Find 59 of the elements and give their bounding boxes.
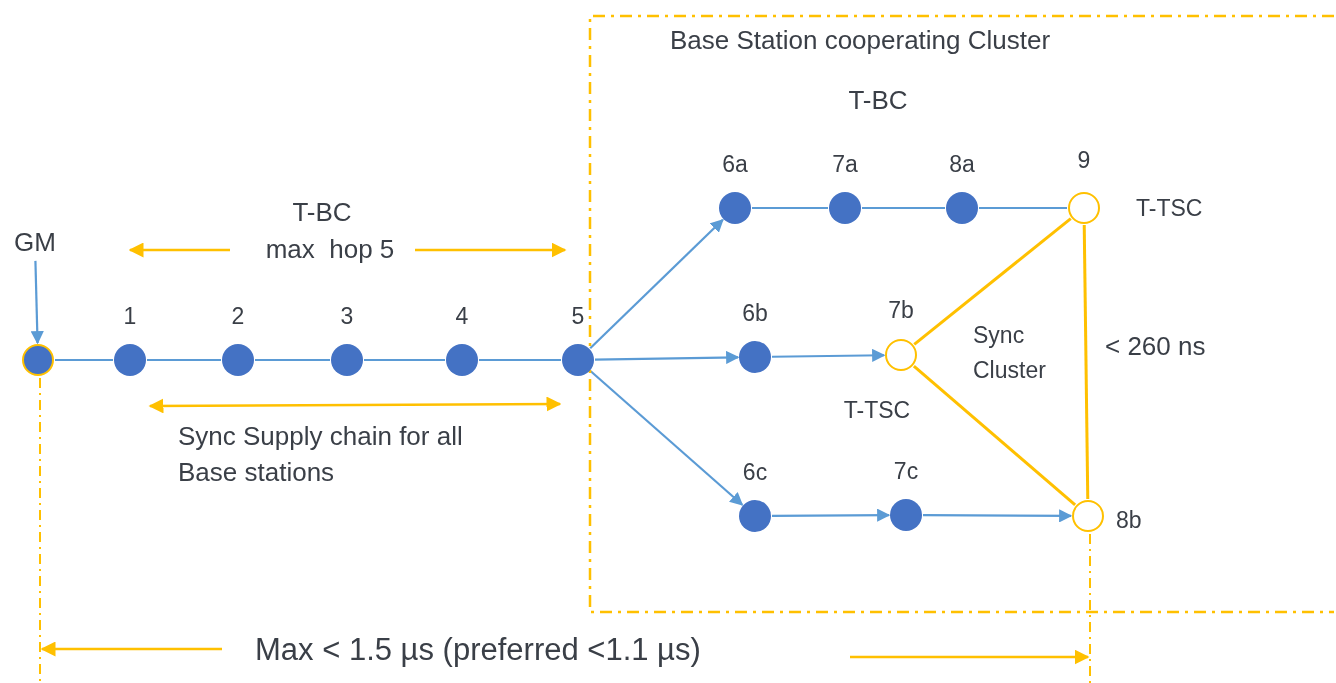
connector (923, 509, 1073, 523)
cluster-title: Base Station cooperating Cluster (670, 26, 1051, 56)
node-circle (739, 341, 771, 373)
node-caption: T-TSC (1136, 194, 1203, 222)
node-circle (739, 500, 771, 532)
open-node-circle (1072, 500, 1104, 532)
connector (364, 358, 445, 362)
annotation-label: < 260 ns (1105, 332, 1206, 362)
connector (1082, 224, 1090, 500)
node-caption: 7a (832, 150, 858, 178)
connector (752, 206, 828, 210)
annotation-label: Sync Cluster (973, 321, 1047, 385)
node-caption: 4 (455, 302, 469, 330)
open-node-circle (885, 339, 917, 371)
node-caption: 8b (1116, 506, 1142, 534)
cluster-boundary (588, 14, 1334, 614)
node-caption: 6a (722, 150, 748, 178)
node-circle (890, 499, 922, 531)
connector (589, 218, 724, 349)
node-caption: 2 (231, 302, 245, 330)
connector (979, 206, 1067, 210)
node-caption: 7c (893, 457, 919, 485)
node-caption: 8a (949, 150, 975, 178)
connector (772, 508, 891, 522)
connector (590, 370, 744, 506)
node-caption: 3 (340, 302, 354, 330)
node-circle (719, 192, 751, 224)
node-caption: 5 (571, 302, 585, 330)
connector (55, 358, 113, 362)
node-caption: 7b (888, 296, 914, 324)
annotation-label: max hop 5 (265, 235, 395, 265)
connector (595, 350, 740, 365)
connector (479, 358, 561, 362)
node-circle (222, 344, 254, 376)
node-caption: 9 (1077, 146, 1091, 174)
node-caption: T-TSC (843, 396, 911, 424)
annotation-label: T-BC (292, 198, 352, 228)
node-circle (22, 344, 54, 376)
connector (862, 206, 945, 210)
connector (255, 358, 330, 362)
node-circle (331, 344, 363, 376)
node-caption: 6c (742, 458, 768, 486)
node-circle (446, 344, 478, 376)
annotation-label: T-BC (848, 86, 908, 116)
open-node-circle (1068, 192, 1100, 224)
dimension-label: Max < 1.5 µs (preferred <1.1 µs) (255, 632, 701, 668)
node-label: GM (14, 228, 56, 258)
connector (912, 364, 1077, 507)
node-caption: 1 (123, 302, 137, 330)
node-circle (114, 344, 146, 376)
connector (147, 358, 221, 362)
connector (772, 348, 886, 362)
connector (913, 217, 1072, 346)
annotation-label: Sync Supply chain for all Base stations (178, 420, 464, 490)
node-caption: 6b (742, 299, 768, 327)
connector (30, 260, 44, 345)
node-circle (829, 192, 861, 224)
node-circle (562, 344, 594, 376)
node-circle (946, 192, 978, 224)
